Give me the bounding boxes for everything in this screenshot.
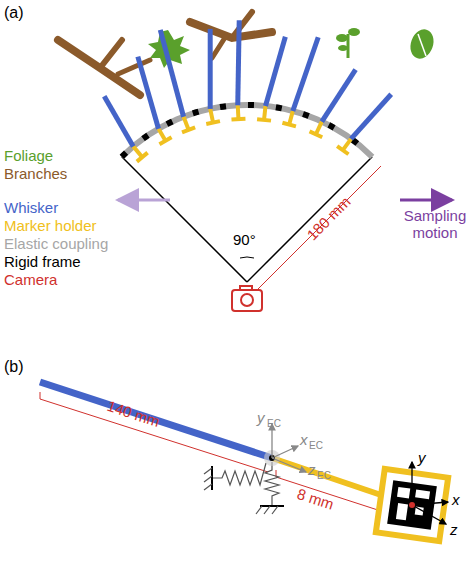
- dimension-label: 180 mm: [304, 194, 354, 244]
- axis-label: z: [450, 522, 458, 539]
- panel-label: (a): [4, 4, 24, 22]
- whisker-part: [257, 119, 271, 120]
- dimension-line: [256, 166, 381, 291]
- legend-text: Foliage: [4, 147, 53, 164]
- legend-text: Whisker: [4, 199, 58, 216]
- legend-text: Camera: [4, 271, 57, 288]
- whisker-part: [236, 105, 241, 119]
- panel-label: (b): [4, 358, 24, 376]
- legend-text: Branches: [4, 165, 67, 182]
- whisker-part: [206, 121, 220, 124]
- whisker-part: [133, 146, 142, 157]
- rigid-frame: [122, 105, 372, 282]
- marker-holder: [272, 458, 384, 496]
- legend-entry: Marker holder: [4, 218, 97, 235]
- axis-subscript: EC: [309, 440, 323, 451]
- whisker-part: [351, 94, 391, 139]
- whisker-part: [322, 70, 356, 122]
- whisker-array: [104, 20, 391, 161]
- whisker-part: [337, 146, 348, 154]
- dimension-label: 140 mm: [105, 398, 162, 430]
- whisker-part: [282, 123, 296, 127]
- axis-label: x: [300, 432, 308, 449]
- motion-arrow: [118, 199, 170, 202]
- legend-text: Marker holder: [4, 217, 97, 234]
- whisker-part: [137, 153, 148, 162]
- legend-entry: Whisker: [4, 200, 58, 217]
- whisker-part: [343, 139, 351, 150]
- legend-entry: Foliage: [4, 148, 53, 165]
- axis-subscript: EC: [317, 470, 331, 481]
- motion-label: Sampling motion: [400, 208, 470, 241]
- whisker-part: [231, 117, 245, 122]
- whisker-part: [104, 96, 133, 146]
- whisker-part: [289, 111, 293, 125]
- motion-arrow: [400, 199, 452, 202]
- whisker-part: [184, 117, 189, 130]
- whisker-part: [264, 106, 265, 120]
- whisker-part: [159, 129, 166, 141]
- whisker: [40, 382, 272, 458]
- axis-label: y: [418, 450, 426, 467]
- whisker-part: [160, 30, 183, 117]
- legend-text: Rigid frame: [4, 253, 81, 270]
- legend-entry: Camera: [4, 272, 57, 289]
- whisker-part: [138, 57, 159, 129]
- legend-text: Elastic coupling: [4, 235, 108, 252]
- whisker-part: [316, 122, 322, 135]
- marker-axes: [412, 462, 448, 524]
- foliage: [148, 26, 437, 68]
- whisker-part: [210, 109, 213, 123]
- legend-entry: Branches: [4, 166, 67, 183]
- axis-label: y: [257, 410, 265, 427]
- legend-entry: Rigid frame: [4, 254, 81, 271]
- spring: [204, 462, 284, 514]
- legend-entry: Elastic coupling: [4, 236, 108, 253]
- angle-label: 90°: [233, 232, 256, 249]
- dimension-line: [40, 392, 268, 472]
- whisker-part: [310, 131, 323, 137]
- whisker-part: [266, 37, 286, 106]
- whisker-part: [293, 37, 318, 111]
- whisker-part: [159, 137, 171, 144]
- whisker-part: [238, 20, 239, 105]
- axis-label: z: [308, 462, 316, 479]
- axis-subscript: EC: [267, 418, 281, 429]
- dimension-label: 8 mm: [295, 486, 336, 513]
- axis-label: x: [452, 492, 460, 509]
- whisker-part: [208, 29, 213, 109]
- whisker-part: [182, 127, 195, 132]
